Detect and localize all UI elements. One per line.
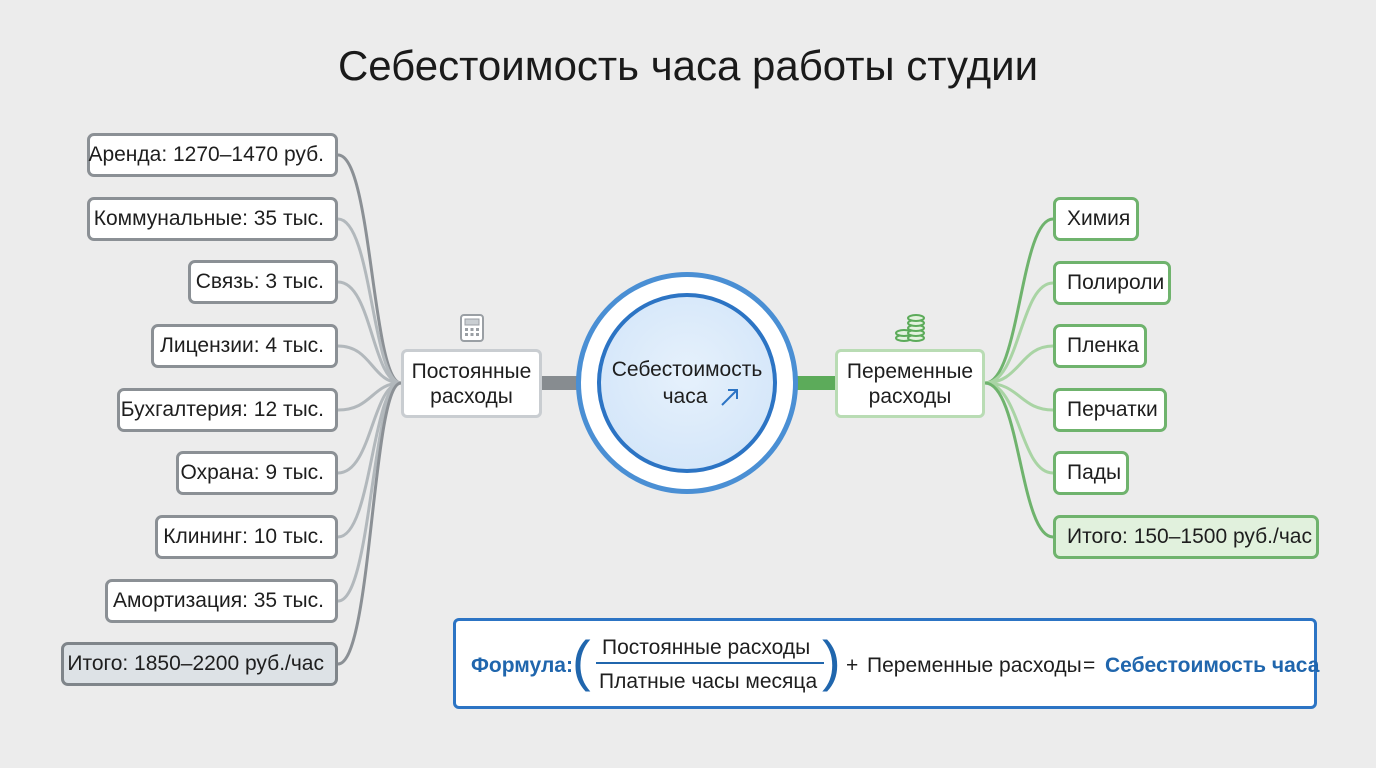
connector-left-5: [337, 381, 402, 412]
formula-open-paren: (: [572, 629, 591, 692]
formula-plus: +: [846, 654, 859, 677]
fixed-cost-item: Охрана: 9 тыс.: [176, 451, 338, 495]
fixed-cost-item: Амортизация: 35 тыс.: [105, 579, 338, 623]
fixed-costs-node: Постоянные расходы: [401, 349, 542, 418]
connector-variable-bar: [794, 376, 835, 390]
variable-cost-item: Полироли: [1053, 261, 1171, 305]
fixed-cost-item: Бухгалтерия: 12 тыс.: [117, 388, 338, 432]
fixed-cost-item: Аренда: 1270–1470 руб.: [87, 133, 338, 177]
center-label-line1: Себестоимость: [611, 358, 763, 381]
trend-up-arrow-icon: [721, 388, 739, 406]
connector-left-3: [337, 280, 402, 385]
connector-left-4: [337, 344, 402, 385]
formula-equals: =: [1083, 654, 1096, 677]
fixed-cost-item: Связь: 3 тыс.: [188, 260, 338, 304]
calculator-icon: [460, 314, 484, 342]
variable-costs-label-line2: расходы: [868, 384, 952, 408]
formula-close-paren: ): [822, 629, 841, 692]
connector-right-3: [984, 344, 1054, 385]
center-node: Себестоимость часа: [597, 293, 777, 473]
fixed-cost-item: Коммунальные: 35 тыс.: [87, 197, 338, 241]
formula-box: Формула: ( Постоянные расходы Платные ча…: [453, 618, 1320, 709]
fixed-cost-total: Итого: 1850–2200 руб./час: [61, 642, 338, 686]
fixed-costs-label-line1: Постоянные: [411, 359, 532, 383]
variable-cost-total: Итого: 150–1500 руб./час: [1053, 515, 1319, 559]
page-title: Себестоимость часа работы студии: [337, 42, 1039, 89]
formula-fraction-bar: [596, 662, 824, 664]
fixed-costs-label-line2: расходы: [430, 384, 513, 408]
fixed-cost-item: Лицензии: 4 тыс.: [151, 324, 338, 368]
variable-costs-label-line1: Переменные: [846, 359, 974, 383]
connector-left-total: [337, 381, 402, 666]
formula-result: Себестоимость часа: [1105, 654, 1320, 677]
formula-label: Формула:: [471, 654, 573, 677]
variable-cost-item: Пады: [1053, 451, 1129, 495]
formula-numerator: Постоянные расходы: [602, 636, 811, 659]
coin-stack-icon: [895, 314, 925, 342]
center-label-line2: часа: [662, 385, 708, 408]
variable-costs-node: Переменные расходы: [835, 349, 985, 418]
connector-right-4: [984, 381, 1054, 412]
fixed-cost-item: Клининг: 10 тыс.: [155, 515, 338, 559]
connector-right-1: [984, 217, 1054, 385]
connector-fixed-bar: [542, 376, 582, 390]
connector-left-8: [337, 381, 402, 603]
connector-left-2: [337, 217, 402, 385]
connector-right-total: [984, 381, 1054, 539]
formula-addend: Переменные расходы: [867, 654, 1082, 677]
variable-cost-item: Пленка: [1053, 324, 1147, 368]
connector-left-1: [337, 153, 402, 385]
variable-cost-item: Перчатки: [1053, 388, 1167, 432]
formula-denominator: Платные часы месяца: [599, 670, 818, 693]
variable-cost-item: Химия: [1053, 197, 1139, 241]
connector-right-2: [984, 281, 1054, 385]
